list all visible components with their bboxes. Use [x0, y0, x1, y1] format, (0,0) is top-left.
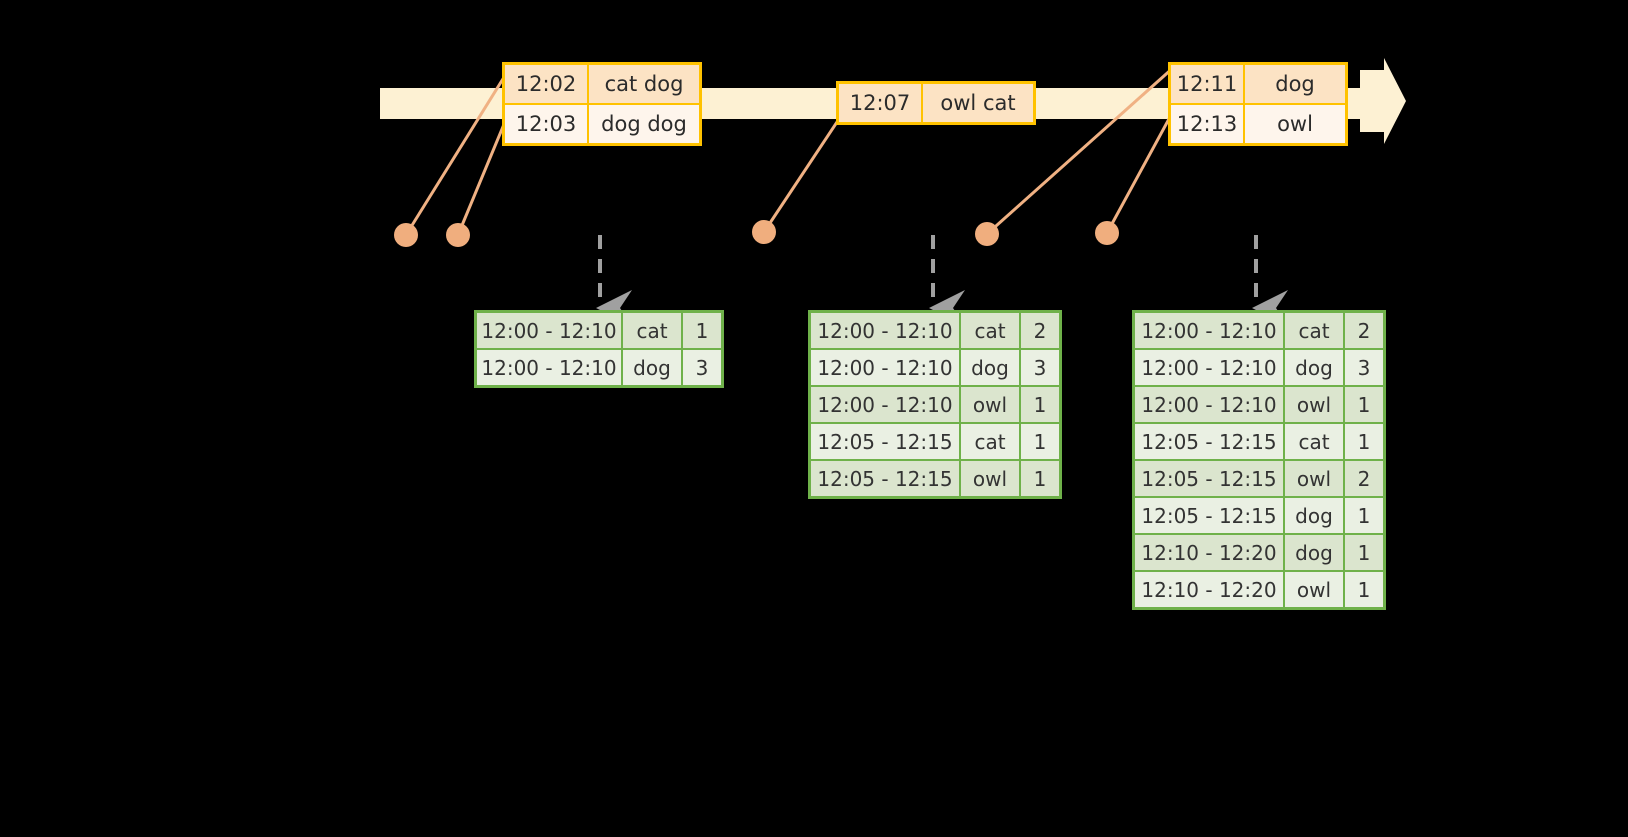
window-cell: 12:10 - 12:20	[1135, 535, 1283, 570]
key-cell: cat	[1285, 313, 1343, 348]
window-cell: 12:10 - 12:20	[1135, 572, 1283, 607]
window-cell: 12:00 - 12:10	[811, 313, 959, 348]
event-box-1[interactable]: 12:02 cat dog 12:03 dog dog	[502, 62, 702, 146]
key-cell: dog	[1285, 350, 1343, 385]
window-cell: 12:05 - 12:15	[1135, 424, 1283, 459]
count-cell: 1	[1021, 461, 1059, 496]
count-cell: 3	[1345, 350, 1383, 385]
key-cell: owl	[1285, 387, 1343, 422]
event-text: dog	[1245, 65, 1345, 103]
event-text: dog dog	[589, 105, 699, 143]
event-dot-5[interactable]	[1095, 221, 1119, 245]
window-cell: 12:00 - 12:10	[811, 350, 959, 385]
event-row[interactable]: 12:02 cat dog	[505, 65, 699, 103]
window-cell: 12:05 - 12:15	[1135, 498, 1283, 533]
key-cell: dog	[623, 350, 681, 385]
count-cell: 3	[1021, 350, 1059, 385]
event-dot-3[interactable]	[752, 220, 776, 244]
event-box-3[interactable]: 12:11 dog 12:13 owl	[1168, 62, 1348, 146]
connector-5	[1105, 105, 1178, 234]
key-cell: owl	[961, 461, 1019, 496]
count-cell: 1	[1345, 498, 1383, 533]
count-cell: 1	[683, 313, 721, 348]
key-cell: dog	[961, 350, 1019, 385]
event-box-2[interactable]: 12:07 owl cat	[836, 81, 1036, 125]
count-cell: 1	[1345, 572, 1383, 607]
event-time: 12:03	[505, 105, 589, 143]
window-cell: 12:00 - 12:10	[1135, 313, 1283, 348]
key-cell: cat	[1285, 424, 1343, 459]
count-cell: 1	[1345, 387, 1383, 422]
window-cell: 12:00 - 12:10	[811, 387, 959, 422]
key-cell: owl	[1285, 461, 1343, 496]
window-cell: 12:00 - 12:10	[477, 350, 621, 385]
window-cell: 12:00 - 12:10	[1135, 387, 1283, 422]
event-dot-4[interactable]	[975, 222, 999, 246]
window-cell: 12:05 - 12:15	[811, 424, 959, 459]
event-text: owl	[1245, 105, 1345, 143]
event-time: 12:07	[839, 84, 923, 122]
event-dot-1[interactable]	[394, 223, 418, 247]
count-cell: 1	[1345, 424, 1383, 459]
count-cell: 3	[683, 350, 721, 385]
event-row[interactable]: 12:13 owl	[1171, 103, 1345, 143]
event-time: 12:02	[505, 65, 589, 103]
key-cell: owl	[1285, 572, 1343, 607]
window-cell: 12:00 - 12:10	[477, 313, 621, 348]
timeline-arrow-head	[1360, 58, 1406, 144]
key-cell: dog	[1285, 535, 1343, 570]
count-cell: 2	[1021, 313, 1059, 348]
key-cell: dog	[1285, 498, 1343, 533]
event-time: 12:13	[1171, 105, 1245, 143]
event-text: owl cat	[923, 84, 1033, 122]
event-text: cat dog	[589, 65, 699, 103]
event-row[interactable]: 12:11 dog	[1171, 65, 1345, 103]
event-dot-2[interactable]	[446, 223, 470, 247]
count-cell: 1	[1021, 424, 1059, 459]
count-cell: 1	[1345, 535, 1383, 570]
key-cell: cat	[961, 424, 1019, 459]
event-row[interactable]: 12:07 owl cat	[839, 84, 1033, 122]
count-cell: 1	[1021, 387, 1059, 422]
event-time: 12:11	[1171, 65, 1245, 103]
key-cell: cat	[961, 313, 1019, 348]
window-cell: 12:05 - 12:15	[1135, 461, 1283, 496]
window-cell: 12:05 - 12:15	[811, 461, 959, 496]
key-cell: owl	[961, 387, 1019, 422]
connector-3	[762, 109, 847, 233]
event-row[interactable]: 12:03 dog dog	[505, 103, 699, 143]
window-cell: 12:00 - 12:10	[1135, 350, 1283, 385]
key-cell: cat	[623, 313, 681, 348]
count-cell: 2	[1345, 461, 1383, 496]
count-cell: 2	[1345, 313, 1383, 348]
